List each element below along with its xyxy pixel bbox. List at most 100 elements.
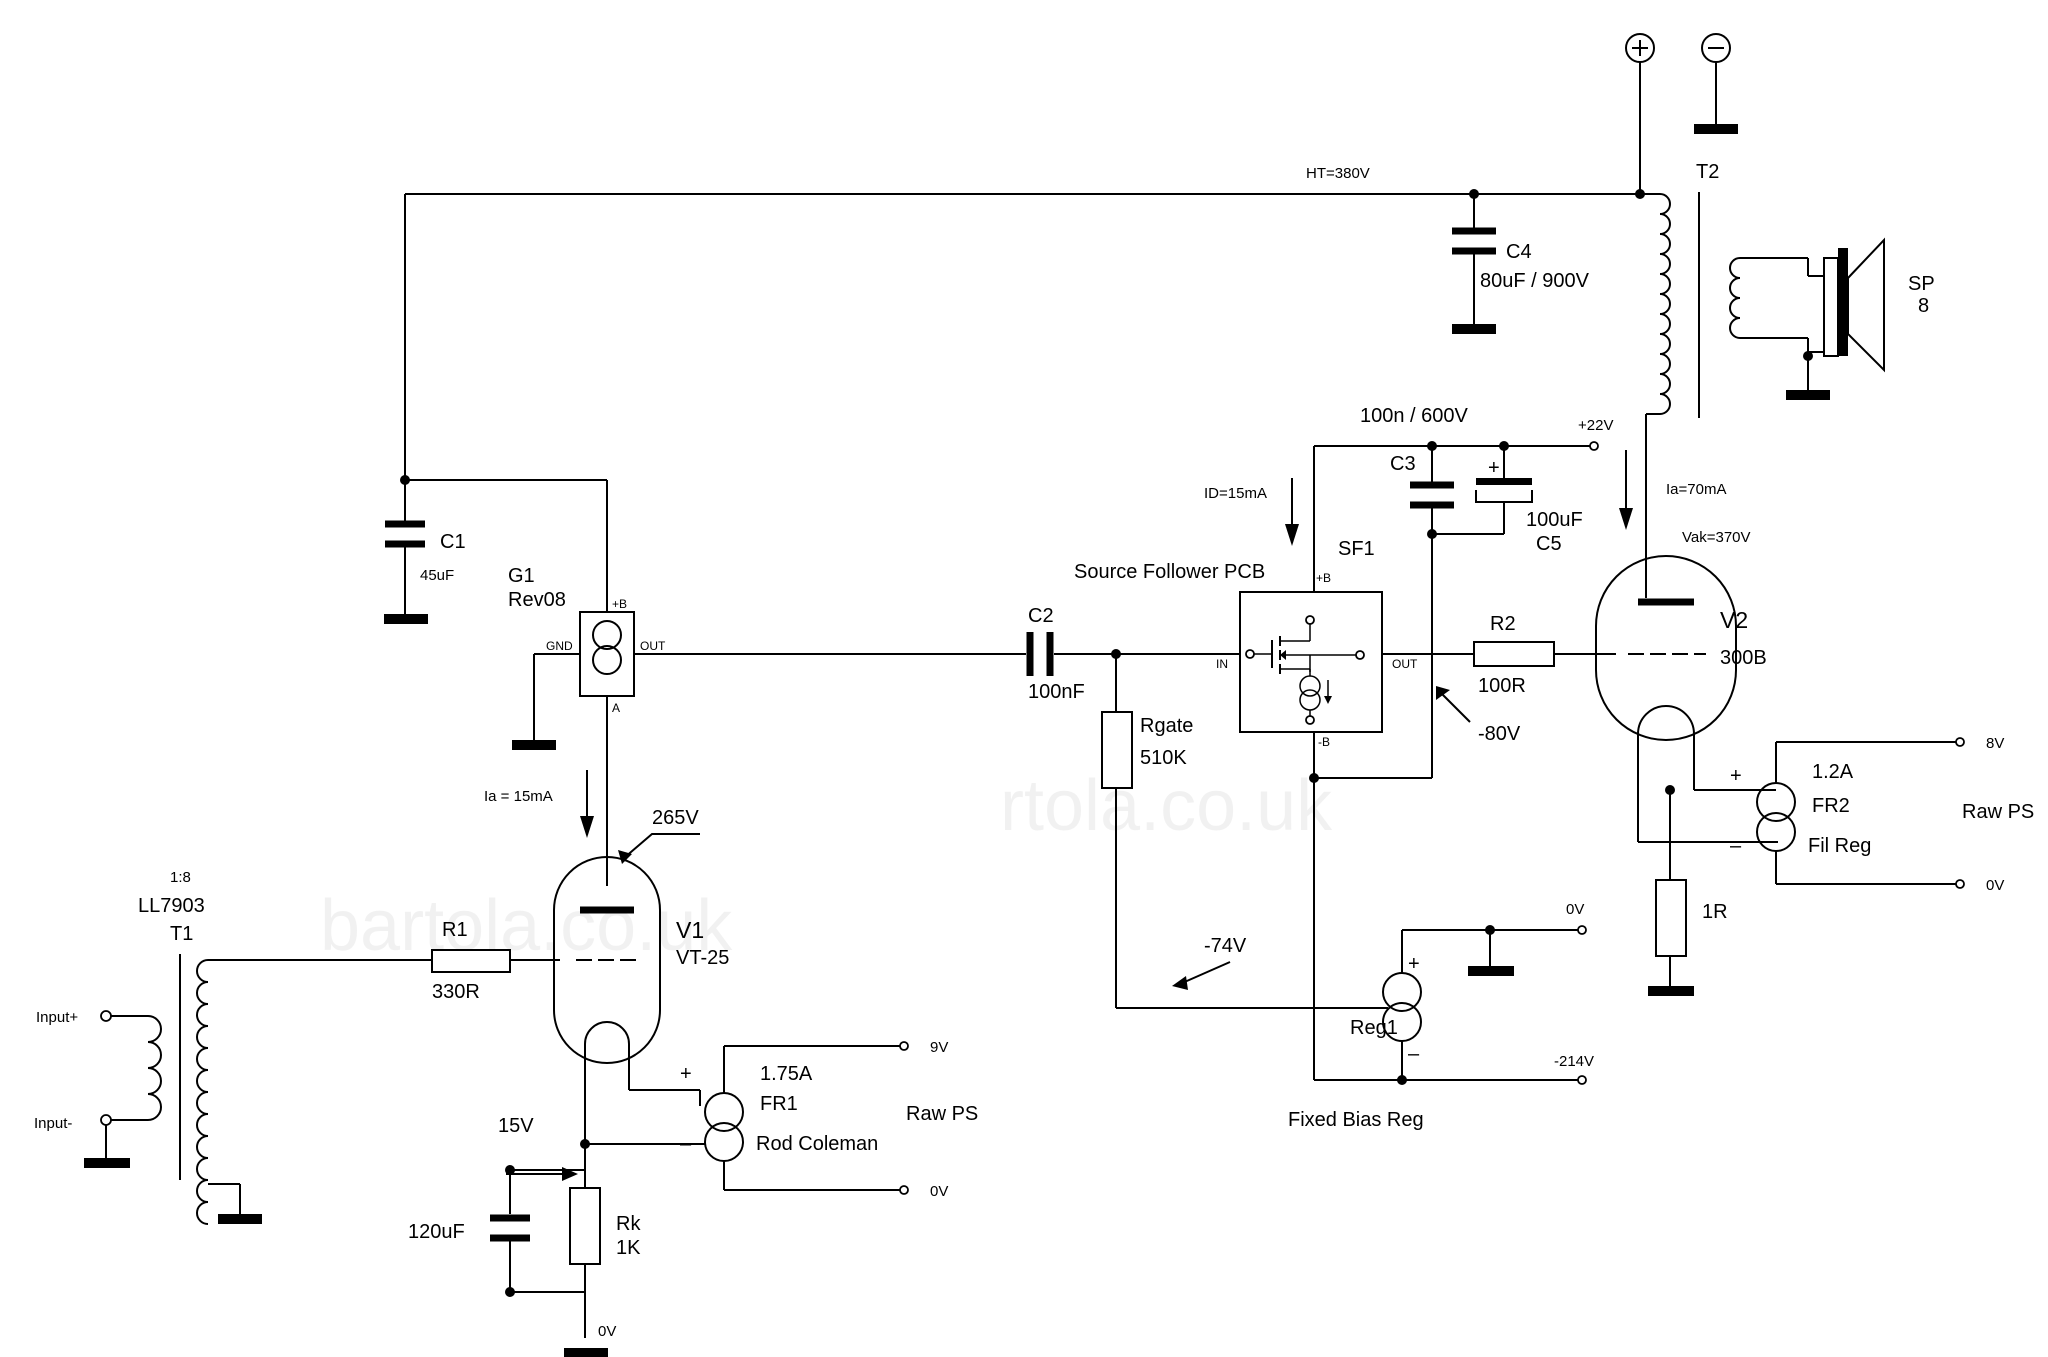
c4-label: C4 — [1506, 241, 1532, 263]
terminal-0v-fr1 — [899, 1185, 909, 1195]
fr2-current-source-icon — [1756, 782, 1796, 852]
resistor-r1 — [431, 949, 511, 973]
g1-pin-gnd: GND — [546, 639, 573, 653]
r1-label: R1 — [442, 919, 468, 941]
c2-label: C2 — [1028, 605, 1054, 627]
t2-label: T2 — [1696, 161, 1719, 183]
speaker-impedance: 8 — [1918, 295, 1929, 317]
capacitor-c5 — [1476, 478, 1532, 485]
rgate-label: Rgate — [1140, 715, 1193, 737]
bias-voltage-label: -74V — [1204, 935, 1247, 957]
input-minus-label: Input- — [34, 1115, 72, 1132]
ia-v2-label: Ia=70mA — [1666, 481, 1726, 498]
g1-pin-a: A — [612, 701, 620, 715]
raw-ps-right-label: Raw PS — [1962, 801, 2034, 823]
r1-value: 330R — [432, 981, 480, 1003]
t1-label: T1 — [170, 923, 193, 945]
fr2-0v-label: 0V — [1986, 877, 2004, 894]
ground-icon — [1648, 986, 1694, 996]
sf-pin-b-minus: -B — [1318, 735, 1330, 749]
fr2-current: 1.2A — [1812, 761, 1854, 783]
vak-label: Vak=370V — [1682, 529, 1751, 546]
g1-ccs-module — [579, 611, 635, 697]
c2-value: 100nF — [1028, 681, 1085, 703]
v2-type: 300B — [1720, 647, 1767, 669]
grid-bias-voltage: -80V — [1478, 723, 1521, 745]
resistor-r2 — [1473, 641, 1555, 667]
id-label: ID=15mA — [1204, 485, 1267, 502]
c5-value: 100uF — [1526, 509, 1583, 531]
terminal-minus-214v — [1577, 1075, 1587, 1085]
fr2-label: FR2 — [1812, 795, 1850, 817]
v1-type: VT-25 — [676, 947, 729, 969]
reg1-label: Reg1 — [1350, 1017, 1398, 1039]
ground-icon — [512, 740, 556, 750]
rgate-value: 510K — [1140, 747, 1187, 769]
g1-pin-out: OUT — [640, 639, 666, 653]
speaker-icon — [1808, 237, 1885, 373]
fr1-plus: + — [680, 1063, 692, 1085]
resistor-rk — [569, 1187, 601, 1265]
ground-icon — [1694, 124, 1738, 134]
fr1-0v-label: 0V — [930, 1183, 948, 1200]
g1-pin-b: +B — [612, 597, 627, 611]
g1-part: Rev08 — [508, 589, 566, 611]
fr1-label: FR1 — [760, 1093, 798, 1115]
fr1-description: Rod Coleman — [756, 1133, 878, 1155]
t1-secondary-winding — [196, 959, 209, 1225]
c5-plus: + — [1488, 457, 1500, 479]
ground-icon — [218, 1214, 262, 1224]
current-source-icon — [592, 620, 622, 675]
fr1-9v-label: 9V — [930, 1039, 948, 1056]
c3-label: C3 — [1390, 453, 1416, 475]
v2-label: V2 — [1720, 607, 1748, 633]
ground-icon — [384, 614, 428, 624]
watermark: bartola.co.uk — [320, 886, 733, 966]
c4-value: 80uF / 900V — [1480, 270, 1590, 292]
reg1-plus: + — [1408, 953, 1420, 975]
v1-triode-icon — [553, 856, 661, 1064]
ht-voltage-label: HT=380V — [1306, 165, 1370, 182]
speaker-label: SP — [1908, 273, 1935, 295]
c5-label: C5 — [1536, 533, 1562, 555]
fr2-plus: + — [1730, 765, 1742, 787]
rk-value: 1K — [616, 1237, 641, 1259]
ground-icon — [564, 1348, 608, 1357]
resistor-1r — [1655, 879, 1687, 957]
sf1-pcb — [1239, 591, 1383, 733]
resistor-rgate — [1101, 711, 1133, 789]
r2-label: R2 — [1490, 613, 1516, 635]
c1-label: C1 — [440, 531, 466, 553]
rk-label: Rk — [616, 1213, 641, 1235]
v1-label: V1 — [676, 917, 704, 943]
ground-icon — [1452, 324, 1496, 334]
t1-ratio: 1:8 — [170, 869, 191, 886]
t1-primary-winding — [147, 1015, 162, 1121]
supply-minus-icon — [1701, 33, 1731, 63]
fr2-8v-label: 8V — [1986, 735, 2004, 752]
v2-triode-icon — [1595, 555, 1737, 741]
t2-secondary-winding — [1729, 257, 1741, 339]
terminal-0v-reg — [1577, 925, 1587, 935]
g1-label: G1 — [508, 565, 535, 587]
t1-part: LL7903 — [138, 895, 205, 917]
reg1-minus: – — [1408, 1043, 1420, 1065]
fixed-bias-label: Fixed Bias Reg — [1288, 1109, 1424, 1131]
sf1-label: SF1 — [1338, 538, 1375, 560]
reg-0v-label: 0V — [1566, 901, 1584, 918]
v1-anode-voltage: 265V — [652, 807, 699, 829]
supply-plus-icon — [1625, 33, 1655, 63]
sf-pcb-label: Source Follower PCB — [1074, 561, 1265, 583]
ia-v1-label: Ia = 15mA — [484, 788, 553, 805]
terminal-input-minus — [100, 1114, 112, 1126]
c1-value: 45uF — [420, 567, 454, 584]
mosfet-icon — [1245, 615, 1365, 725]
v22-label: +22V — [1578, 417, 1613, 434]
terminal-22v — [1589, 441, 1599, 451]
r1ohm-label: 1R — [1702, 901, 1728, 923]
r2-value: 100R — [1478, 675, 1526, 697]
fr2-description: Fil Reg — [1808, 835, 1871, 857]
ground-icon — [1786, 390, 1830, 400]
bias-supply-label: -214V — [1554, 1053, 1594, 1070]
